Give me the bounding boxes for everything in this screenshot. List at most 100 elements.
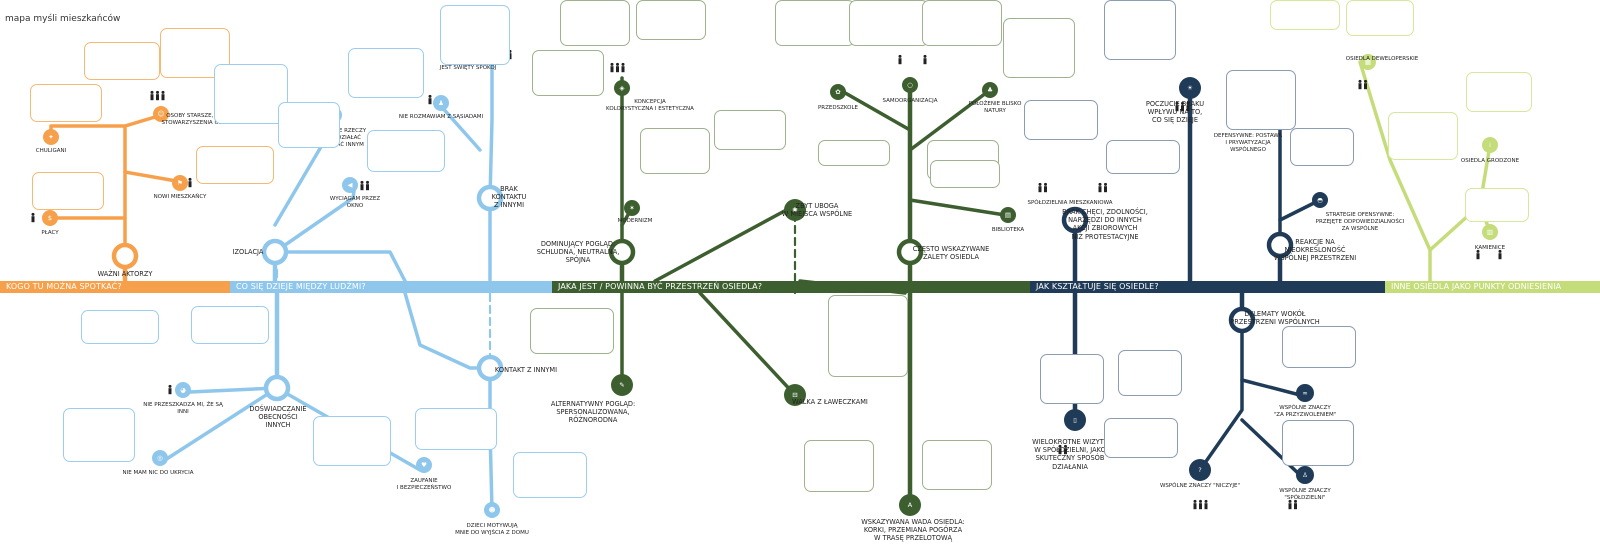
green-line-library — [908, 198, 1007, 217]
node-reactions — [1266, 231, 1294, 259]
people-icon — [1296, 466, 1314, 484]
node-no-contact — [476, 184, 504, 212]
sub-node-label: NIE ROZMAWIAM Z SĄSIADAMI — [398, 114, 484, 120]
comment-text — [854, 4, 924, 42]
person-icon-tenement — [1476, 249, 1480, 260]
comment-text — [35, 88, 97, 118]
payer-icon — [42, 210, 58, 226]
comment-bubble — [922, 0, 1002, 46]
comment-bubble — [214, 64, 288, 124]
door-icon-glyph: ▯ — [1073, 416, 1077, 424]
node-collective-action — [1061, 206, 1089, 234]
comment-text — [1029, 104, 1093, 136]
lime-line-gated — [1428, 143, 1492, 283]
neighbours-icon-glyph: ♟ — [438, 99, 444, 107]
sub-node-label: CHULIGANI — [35, 148, 67, 154]
question-icon — [1189, 459, 1211, 481]
main-node-label: KONTAKT Z INNYMI — [494, 366, 558, 374]
comment-bubble — [636, 0, 706, 40]
node-contact — [476, 354, 504, 382]
sub-node-label: POŁOŻENIE BLISKO NATURY — [968, 101, 1022, 114]
green-line-kindergarten — [838, 88, 912, 132]
person-icon-circle — [898, 54, 902, 65]
heart-icon — [416, 457, 432, 473]
comment-bubble — [32, 172, 104, 210]
sub-node-label: DZIECI MOTYWUJĄ MNIE DO WYJŚCIA Z DOMU — [455, 523, 529, 536]
comment-bubble — [513, 452, 587, 498]
blue-line-peace — [488, 50, 494, 200]
people-icon-influence — [1175, 101, 1179, 112]
comment-text — [780, 4, 850, 42]
orange-line-hooligans — [49, 124, 127, 137]
blue-line-not-disturbing — [188, 386, 279, 394]
comment-text — [935, 164, 995, 184]
sub-node-label: OSIEDLA GRODZONE — [1460, 158, 1520, 164]
people-icon-cooperative — [1288, 499, 1292, 510]
people-icon-cooperative — [1294, 499, 1297, 510]
people-icon-nobodys — [1199, 499, 1202, 510]
comment-text — [37, 176, 99, 206]
people-icon-fronting — [360, 180, 364, 191]
comment-text — [1111, 144, 1175, 170]
people-icon-developer — [1358, 79, 1362, 90]
sub-node-label: SAMOORGANIZACJA — [882, 98, 938, 104]
comment-bubble — [560, 0, 630, 46]
green-line-connector — [798, 279, 907, 295]
main-node-label: ALTERNATYWNY POGLĄD: SPERSONALIZOWANA, R… — [550, 400, 636, 425]
comment-text — [1109, 422, 1173, 454]
blue-line-fronting — [273, 182, 357, 254]
green-line-nature — [908, 88, 992, 152]
sub-node-label: BIBLIOTEKA — [991, 227, 1025, 233]
sub-node-label: SPÓŁDZIELNIA MIESZKANIOWA — [1027, 200, 1113, 206]
ear-icon — [175, 382, 191, 398]
fence-icon-glyph: ⁞ — [1489, 141, 1491, 149]
blue-line-contact — [403, 291, 492, 370]
page-title: mapa myśli mieszkańców — [5, 14, 121, 24]
comment-bubble — [1466, 72, 1532, 112]
speaker-icon — [342, 177, 358, 193]
hooligan-icon-glyph: ✦ — [48, 133, 54, 141]
bench-icon-glyph: ✺ — [792, 206, 798, 214]
bench-sign-icon — [784, 384, 806, 406]
main-node-label: WSKAZYWANA WADA OSIEDLA: KORKI, PRZEMIAN… — [861, 518, 965, 543]
bench-sign-icon-glyph: ⊟ — [792, 391, 797, 399]
newcomer-icon-glyph: ⚑ — [177, 179, 183, 187]
main-node-label: CZĘSTO WSKAZYWANE ZALETY OSIEDLA — [912, 245, 990, 262]
helmet-icon-glyph: ◓ — [1317, 196, 1323, 204]
comment-bubble — [1388, 112, 1458, 160]
comment-bubble — [160, 28, 230, 78]
sub-node-label: OSIEDLA DEWELOPERSKIE — [1345, 56, 1419, 62]
book-icon-glyph: ▤ — [1005, 211, 1011, 219]
palette-icon-glyph: ◈ — [620, 84, 625, 92]
node-isolation — [261, 238, 289, 266]
people-icon-collective-left — [1038, 182, 1042, 193]
comment-bubble — [1024, 100, 1098, 140]
payer-icon-glyph: $ — [48, 214, 52, 222]
bulb-icon — [1179, 77, 1201, 99]
comment-bubble — [930, 160, 1000, 188]
comment-bubble — [81, 310, 159, 344]
main-node-label: POCZUCIE BRAKU WPŁYWU NA TO, CO SIĘ DZIE… — [1145, 100, 1205, 125]
people-icon-collective-left — [1044, 182, 1047, 193]
main-node-label: BRAK KONTAKTU Z INNYMI — [491, 185, 527, 210]
section-label-5: INNE OSIEDLA JAKO PUNKTY ODNIESIENIA — [1391, 282, 1562, 291]
comment-bubble — [804, 440, 874, 492]
tenement-icon — [1482, 224, 1498, 240]
comment-text — [318, 420, 386, 462]
heart-icon-glyph: ♥ — [421, 461, 427, 469]
comment-bubble — [1282, 420, 1354, 466]
comment-bubble — [415, 408, 497, 450]
comment-bubble — [313, 416, 391, 466]
hooligan-icon — [43, 129, 59, 145]
comment-text — [1123, 354, 1177, 392]
comment-bubble — [1118, 350, 1182, 396]
comment-bubble — [1290, 128, 1354, 166]
mask-icon — [152, 450, 168, 466]
comment-text — [372, 134, 440, 168]
sub-node-label: STRATEGIE DEFENSYWNE: POSTAWA I PRYWATYZ… — [1213, 126, 1283, 153]
sub-node-label: STRATEGIE OFENSYWNE: PRZEJĘTE ODPOWIEDZI… — [1315, 212, 1405, 232]
comment-text — [1008, 22, 1070, 74]
tree-icon-glyph: ♣ — [987, 86, 993, 94]
